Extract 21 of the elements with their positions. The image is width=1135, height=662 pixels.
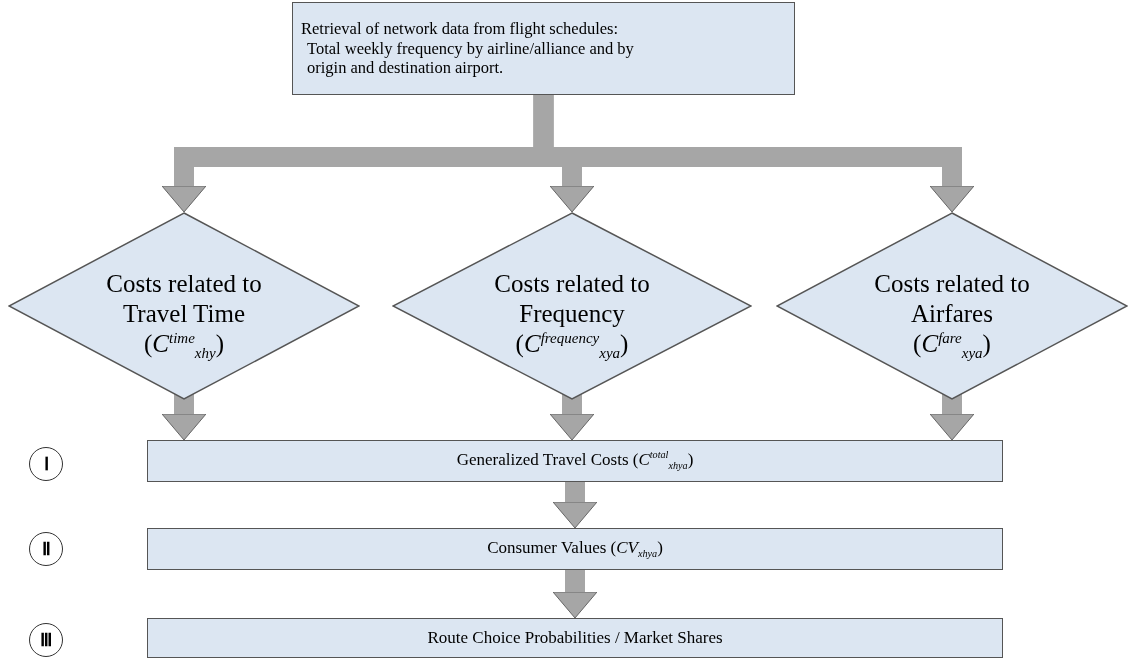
node-text: Route Choice Probabilities / Market Shares bbox=[427, 627, 723, 649]
process-box bbox=[147, 618, 1003, 658]
process-box bbox=[292, 2, 795, 95]
step-number-circle: Ⅰ bbox=[29, 447, 63, 481]
node-text: (C$^{frequency}$$_{xya}$) bbox=[515, 329, 629, 363]
box-heading: Retrieval of network data from flight schedules: bbox=[301, 18, 619, 39]
process-box bbox=[147, 528, 1003, 570]
block-arrow bbox=[552, 482, 598, 529]
node-text: Total weekly frequency by airline/alliance and by origin and destination airport. bbox=[306, 38, 635, 79]
step-number-circle: Ⅱ bbox=[29, 532, 63, 566]
node-text: Generalized Travel Costs (C$^{total}$$_{xhya}$) bbox=[456, 449, 694, 473]
block-arrow bbox=[552, 570, 598, 619]
node-text: Consumer Values (CV$_{xhya}$) bbox=[487, 537, 663, 561]
step-number-circle: Ⅲ bbox=[29, 623, 63, 657]
block-arrow bbox=[533, 95, 975, 213]
process-box bbox=[147, 440, 1003, 482]
node-text: (C$^{time}$$_{xhy}$) bbox=[144, 329, 224, 363]
node-text: Costs related to Travel Time bbox=[105, 269, 263, 330]
node-text: Costs related to Frequency bbox=[493, 269, 651, 330]
node-text: Costs related to Airfares bbox=[873, 269, 1031, 330]
node-text: (C$^{fare}$$_{xya}$) bbox=[913, 329, 991, 363]
